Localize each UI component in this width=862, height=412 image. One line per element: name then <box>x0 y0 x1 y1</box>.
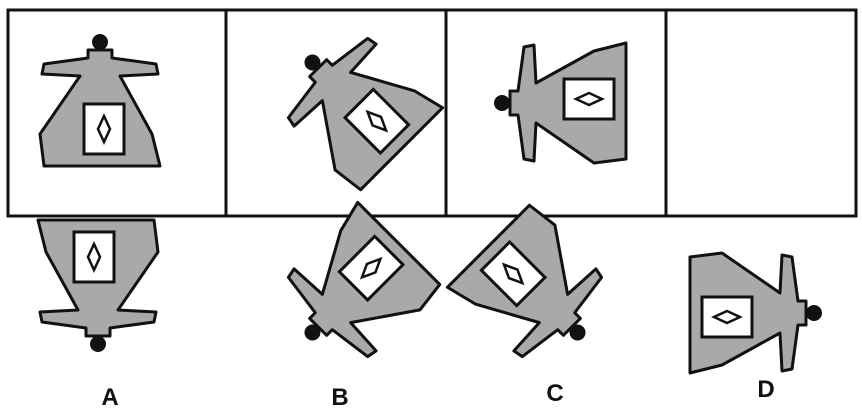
option-label-d: D <box>757 376 774 403</box>
option-figure-b[interactable] <box>264 202 442 380</box>
option-label-b: B <box>331 384 348 411</box>
sequence-figure-1 <box>40 34 160 166</box>
sequence-empty-cell <box>668 12 854 214</box>
option-figure-c[interactable] <box>447 202 625 380</box>
option-figure-d[interactable] <box>690 253 822 373</box>
option-figure-a[interactable] <box>38 220 158 352</box>
sequence-figure-3 <box>494 43 626 163</box>
sequence-figure-2 <box>264 14 442 192</box>
option-label-a: A <box>101 384 118 411</box>
option-label-c: C <box>546 380 563 407</box>
